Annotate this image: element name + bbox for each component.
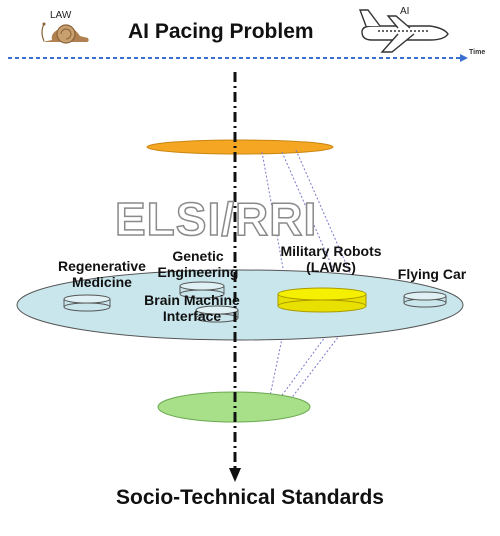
- airplane-icon: [358, 9, 449, 53]
- regenerative-medicine-label: Regenerative Medicine: [58, 258, 146, 290]
- vertical-axis-arrowhead: [229, 468, 241, 482]
- top-disk: [146, 139, 334, 155]
- regenerative-cylinder: [63, 294, 111, 312]
- law-label: LAW: [50, 10, 72, 21]
- time-label: Time: [469, 49, 486, 56]
- snail-icon: [41, 22, 89, 44]
- genetic-engineering-label: Genetic Engineering: [157, 248, 239, 280]
- military-robots-label: Military Robots (LAWS): [280, 243, 382, 275]
- ai-label: AI: [400, 6, 410, 17]
- flying-car-label: Flying Car: [397, 266, 467, 282]
- footer-title: Socio-Technical Standards: [115, 486, 384, 509]
- military-cylinder: [277, 287, 367, 313]
- flying-car-cylinder: [403, 291, 447, 308]
- brain-machine-interface-label: Brain Machine Interface: [144, 292, 240, 324]
- framework-label: ELSI/RRI: [114, 192, 318, 246]
- timeline-arrowhead: [460, 54, 468, 62]
- bmi-cylinder: [195, 305, 239, 323]
- technology-plane: [16, 269, 464, 341]
- page-title: AI Pacing Problem: [128, 20, 314, 43]
- genetic-cylinder: [179, 281, 225, 299]
